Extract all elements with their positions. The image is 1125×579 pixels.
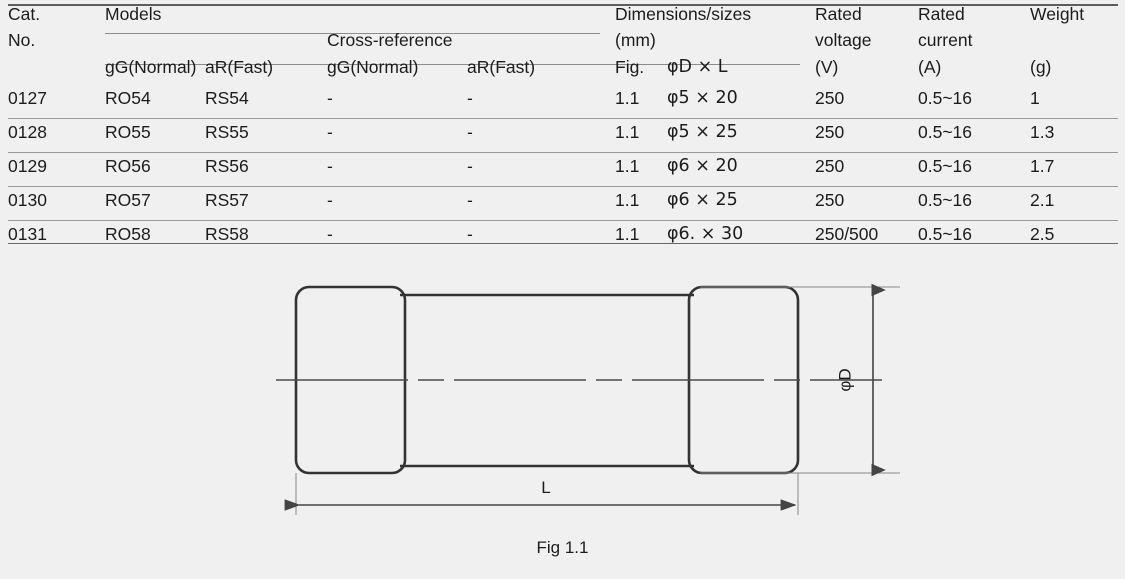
cell-dim: φ6 × 25 [667, 190, 738, 210]
table-row: 0130 RO57 RS57 - - 1.1 φ6 × 25 250 0.5~16 2.1 [8, 186, 1118, 221]
header-xref-gg: gG(Normal) [327, 57, 419, 77]
diameter-label: φD [835, 368, 854, 391]
cell-models-gg: RO55 [105, 122, 151, 142]
table-row: 0129 RO56 RS56 - - 1.1 φ6 × 20 250 0.5~16 1.7 [8, 152, 1118, 187]
cell-dim: φ5 × 25 [667, 122, 738, 142]
cell-xref-gg: - [327, 88, 333, 108]
cell-models-ar: RS56 [205, 156, 249, 176]
cell-fig: 1.1 [615, 88, 640, 108]
length-label: L [541, 478, 550, 497]
header-xref-ar: aR(Fast) [467, 57, 536, 77]
header-dimensions-group-line2: (mm) [615, 30, 656, 50]
fuse-drawing-svg: φD L [276, 283, 900, 515]
cell-xref-gg: - [327, 224, 333, 244]
cross-reference-group-rule [105, 64, 800, 65]
cell-models-gg: RO57 [105, 190, 151, 210]
header-weight-line1: Weight [1030, 4, 1085, 24]
cell-models-gg: RO54 [105, 88, 151, 108]
cell-cat-no: 0131 [8, 224, 47, 244]
header-dim-spec: φD × L [667, 57, 728, 77]
header-cross-reference-group: Cross-reference [327, 30, 453, 50]
cell-models-ar: RS57 [205, 190, 249, 210]
figure-caption: Fig 1.1 [536, 538, 589, 557]
cell-weight: 1.7 [1030, 156, 1055, 176]
cell-dim: φ6 × 20 [667, 156, 738, 176]
cell-rated-voltage: 250 [815, 156, 845, 176]
cell-xref-gg: - [327, 122, 333, 142]
models-group-rule [105, 33, 600, 34]
cell-xref-ar: - [467, 224, 473, 244]
header-cat-no-line1: Cat. [8, 4, 41, 24]
header-row-column-titles: gG(Normal) aR(Fast) gG(Normal) aR(Fast) … [8, 57, 1118, 85]
header-models-gg: gG(Normal) [105, 57, 197, 77]
cell-models-ar: RS54 [205, 88, 249, 108]
header-models-ar: aR(Fast) [205, 57, 274, 77]
cell-xref-gg: - [327, 190, 333, 210]
table-top-border [8, 4, 1118, 6]
cell-weight: 2.5 [1030, 224, 1055, 244]
cell-rated-voltage: 250 [815, 190, 845, 210]
header-weight-unit: (g) [1030, 57, 1052, 77]
header-cat-no-line2: No. [8, 30, 36, 50]
table-row: 0128 RO55 RS55 - - 1.1 φ5 × 25 250 0.5~16 1.3 [8, 118, 1118, 153]
cell-models-ar: RS58 [205, 224, 249, 244]
table-row: 0131 RO58 RS58 - - 1.1 φ6. × 30 250/500 0.5~16 2.… [8, 220, 1118, 255]
header-row-subgroup-titles: No. Cross-reference (mm) voltage current [8, 30, 1118, 57]
cell-models-gg: RO58 [105, 224, 151, 244]
table-bottom-border [8, 243, 1118, 244]
header-models-group: Models [105, 4, 162, 24]
cell-weight: 2.1 [1030, 190, 1055, 210]
cell-cat-no: 0129 [8, 156, 47, 176]
specification-table-container: Cat. Models Dimensions/sizes Rated Rated… [0, 0, 1125, 250]
specification-table: Cat. Models Dimensions/sizes Rated Rated… [8, 4, 1118, 254]
header-rated-voltage-unit: (V) [815, 57, 839, 77]
header-rated-voltage-line2: voltage [815, 30, 872, 50]
cell-rated-voltage: 250/500 [815, 224, 879, 244]
cell-dim: φ6. × 30 [667, 224, 744, 244]
cell-fig: 1.1 [615, 156, 640, 176]
header-rated-current-line2: current [918, 30, 973, 50]
cell-xref-ar: - [467, 156, 473, 176]
header-row-group-titles: Cat. Models Dimensions/sizes Rated Rated… [8, 4, 1118, 30]
header-rated-current-unit: (A) [918, 57, 942, 77]
table-row: 0127 RO54 RS54 - - 1.1 φ5 × 20 250 0.5~16 1 [8, 85, 1118, 119]
header-models-group-spacer [327, 4, 615, 30]
cell-models-gg: RO56 [105, 156, 151, 176]
cell-fig: 1.1 [615, 122, 640, 142]
cell-fig: 1.1 [615, 190, 640, 210]
header-weight-line2-spacer [1030, 30, 1118, 57]
cell-models-ar: RS55 [205, 122, 249, 142]
cell-rated-current: 0.5~16 [918, 122, 973, 142]
cell-rated-current: 0.5~16 [918, 156, 973, 176]
cell-rated-current: 0.5~16 [918, 224, 973, 244]
cell-xref-ar: - [467, 122, 473, 142]
header-rated-current-line1: Rated [918, 4, 965, 24]
cell-xref-ar: - [467, 88, 473, 108]
cell-weight: 1.3 [1030, 122, 1055, 142]
cell-cat-no: 0127 [8, 88, 47, 108]
header-models-subgroup-spacer [105, 30, 327, 57]
cell-rated-voltage: 250 [815, 88, 845, 108]
header-fig: Fig. [615, 57, 645, 77]
cell-rated-voltage: 250 [815, 122, 845, 142]
header-dimensions-group-line1: Dimensions/sizes [615, 4, 752, 24]
fuse-body [400, 293, 694, 468]
cell-dim: φ5 × 20 [667, 88, 738, 108]
header-rated-voltage-line1: Rated [815, 4, 862, 24]
cell-xref-gg: - [327, 156, 333, 176]
cell-cat-no: 0130 [8, 190, 47, 210]
cell-cat-no: 0128 [8, 122, 47, 142]
cell-rated-current: 0.5~16 [918, 88, 973, 108]
fuse-dimension-drawing: φD L Fig 1.1 [0, 250, 1125, 579]
header-cat-no-spacer [8, 57, 105, 85]
cell-xref-ar: - [467, 190, 473, 210]
cell-fig: 1.1 [615, 224, 640, 244]
cell-weight: 1 [1030, 88, 1040, 108]
cell-rated-current: 0.5~16 [918, 190, 973, 210]
